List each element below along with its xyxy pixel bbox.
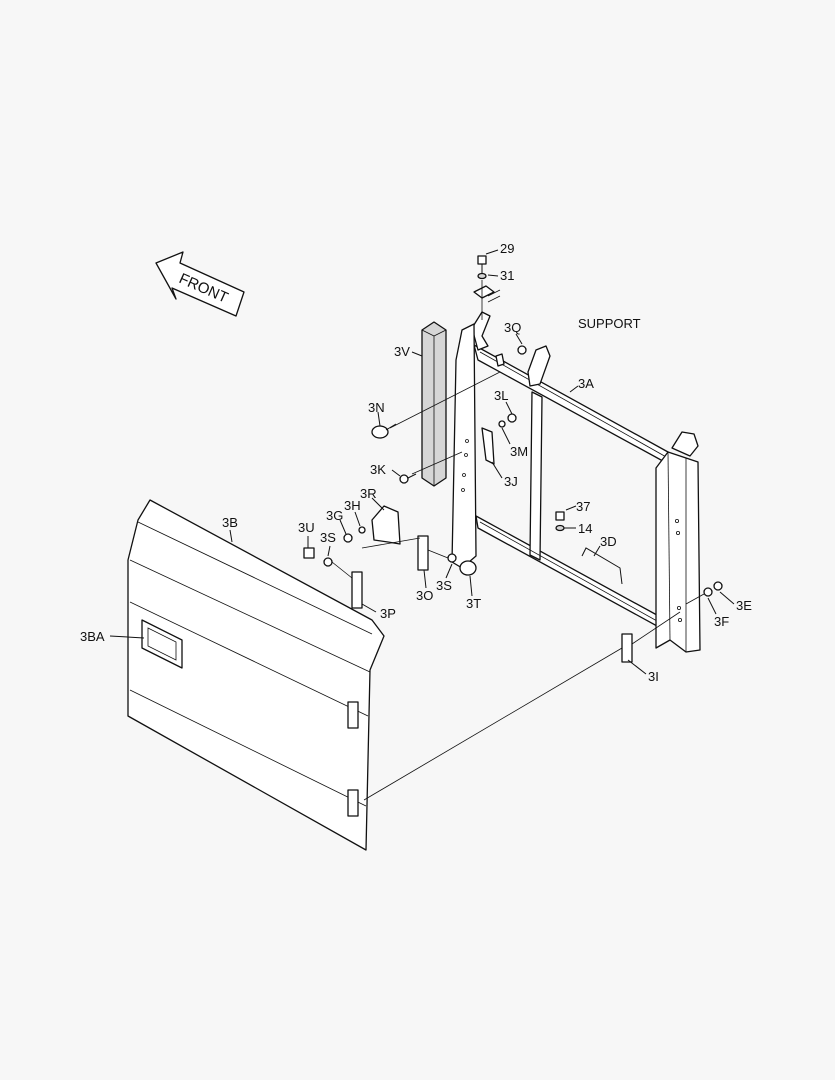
leader-lines	[109, 249, 735, 801]
door-3B	[127, 499, 385, 851]
label-3M: 3M	[510, 444, 528, 459]
label-3T: 3T	[466, 596, 481, 611]
label-3I: 3I	[648, 669, 659, 684]
label-3R: 3R	[360, 486, 377, 501]
label-3Q: 3Q	[504, 320, 521, 335]
label-3A: 3A	[578, 376, 594, 391]
label-3V: 3V	[394, 344, 410, 359]
label-3P: 3P	[380, 606, 396, 621]
small-parts	[303, 255, 723, 663]
label-3G: 3G	[326, 508, 343, 523]
label-3S-left: 3S	[320, 530, 336, 545]
label-3O: 3O	[416, 588, 433, 603]
label-37: 37	[576, 499, 590, 514]
front-arrow: FRONT	[155, 251, 245, 317]
label-3D: 3D	[600, 534, 617, 549]
pad-3V	[421, 321, 447, 487]
label-3J: 3J	[504, 474, 518, 489]
label-3L: 3L	[494, 388, 508, 403]
label-3U: 3U	[298, 520, 315, 535]
label-3E: 3E	[736, 598, 752, 613]
label-support: SUPPORT	[578, 316, 641, 331]
callout-labels: 29 31 3Q SUPPORT 3V 3A 3N 3L 3M 3K 3J 3R…	[80, 241, 752, 684]
label-29: 29	[500, 241, 514, 256]
label-3H: 3H	[344, 498, 361, 513]
label-3N: 3N	[368, 400, 385, 415]
label-31: 31	[500, 268, 514, 283]
label-3S-right: 3S	[436, 578, 452, 593]
label-14: 14	[578, 521, 592, 536]
label-3K: 3K	[370, 462, 386, 477]
label-3B: 3B	[222, 515, 238, 530]
label-3F: 3F	[714, 614, 729, 629]
label-3BA: 3BA	[80, 629, 105, 644]
frame-3A	[451, 311, 701, 653]
